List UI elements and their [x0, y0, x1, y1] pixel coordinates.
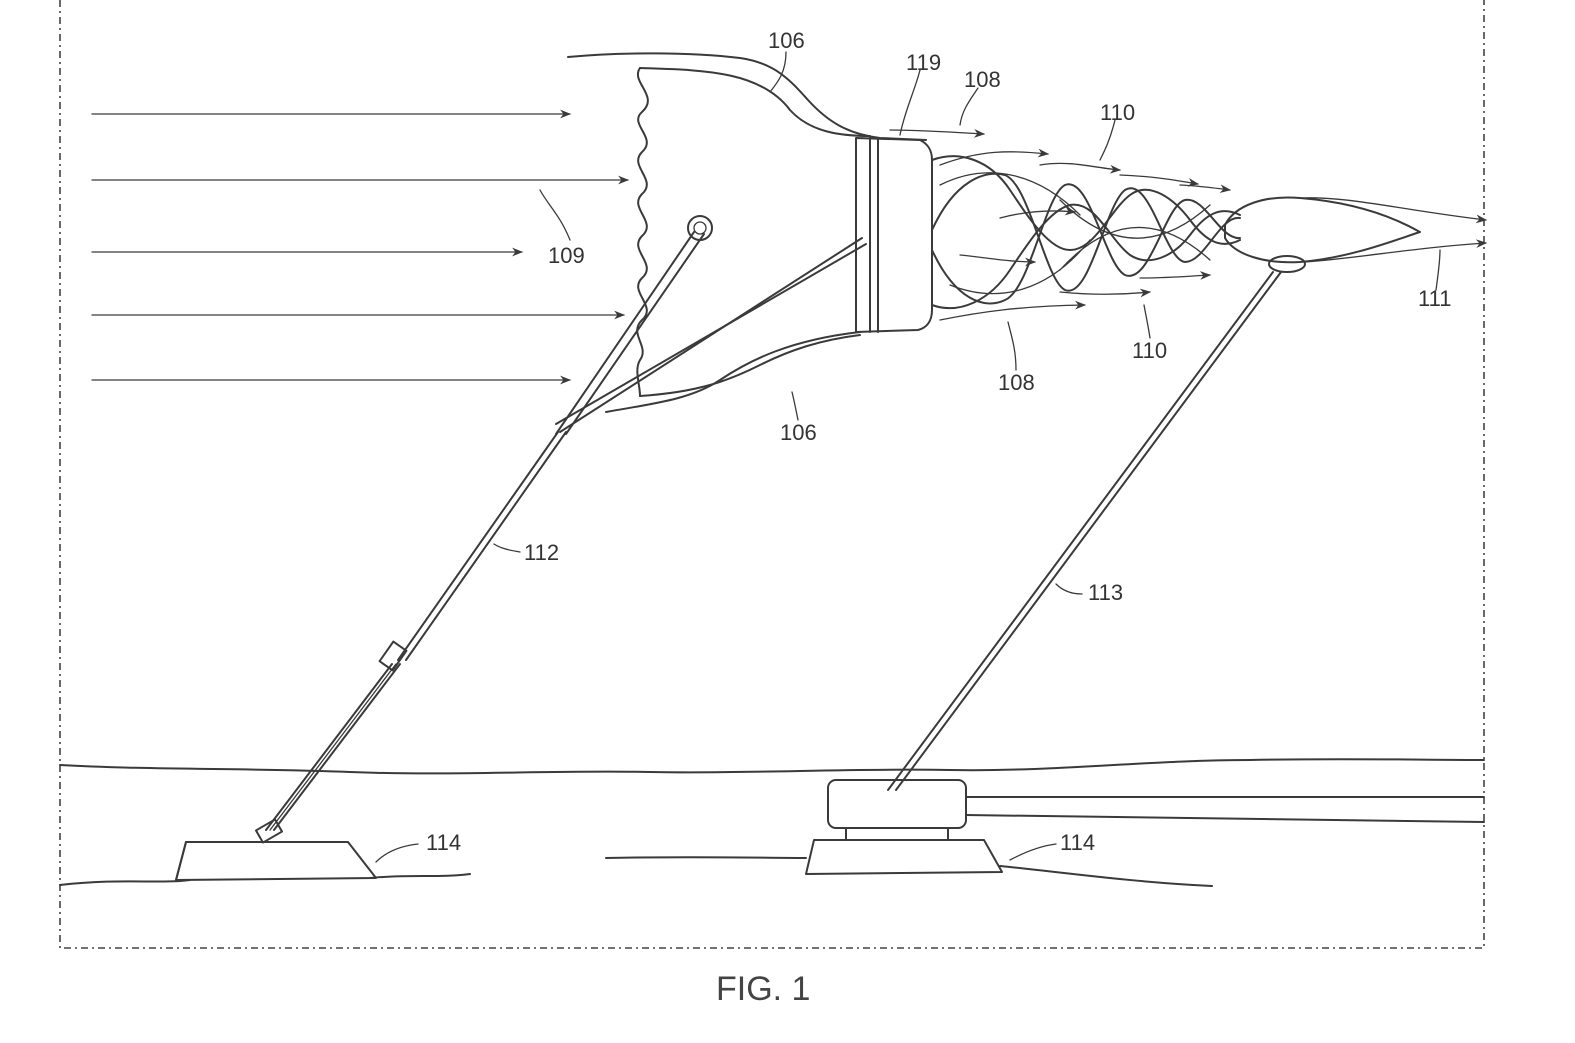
tether-112 — [256, 216, 866, 843]
label-108-top: 108 — [964, 67, 1001, 92]
label-108-bottom: 108 — [998, 370, 1035, 395]
ground-surface — [60, 759, 1484, 886]
label-109: 109 — [548, 243, 585, 268]
collector-body-106 — [568, 53, 926, 412]
leader-lines — [376, 52, 1440, 862]
turbine-ring-119 — [856, 138, 932, 332]
label-114-right: 114 — [1060, 830, 1095, 855]
label-113: 113 — [1088, 580, 1123, 605]
label-119: 119 — [906, 50, 941, 75]
anchor-114-left — [176, 842, 376, 880]
label-110-bottom: 110 — [1132, 338, 1167, 363]
label-114-left: 114 — [426, 830, 461, 855]
anchor-114-right — [806, 780, 1484, 874]
label-110-top: 110 — [1100, 100, 1135, 125]
flow-arrows-108 — [890, 130, 1486, 320]
tether-113 — [888, 272, 1281, 790]
label-106-top: 106 — [768, 28, 805, 53]
label-106-bottom: 106 — [780, 420, 817, 445]
label-111: 111 — [1418, 286, 1451, 311]
figure-caption: FIG. 1 — [716, 970, 810, 1008]
label-112: 112 — [524, 540, 559, 565]
figure-border — [60, 0, 1484, 948]
helical-wake-110 — [932, 156, 1420, 308]
